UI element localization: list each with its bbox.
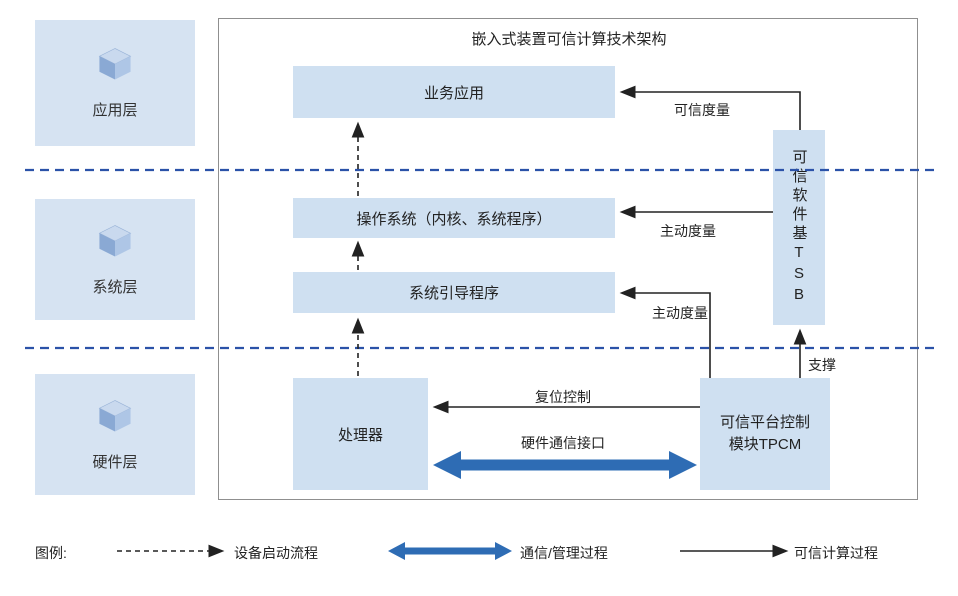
edge-label-active-measure-os: 主动度量 — [660, 223, 716, 239]
node-tsb-label: 可信软件基TSB — [790, 148, 808, 307]
legend-label-trusted-process: 可信计算过程 — [794, 545, 878, 561]
node-tpcm-label-line1: 可信平台控制 — [719, 413, 810, 431]
diagram-title: 嵌入式装置可信计算技术架构 — [471, 31, 667, 48]
node-processor-label: 处理器 — [337, 426, 383, 444]
edge-label-support: 支撑 — [808, 357, 836, 373]
edge-label-active-measure-boot: 主动度量 — [652, 305, 708, 321]
node-business-app-label: 业务应用 — [423, 84, 484, 102]
node-bootloader: 系统引导程序 — [293, 272, 615, 313]
legend-label-boot-flow: 设备启动流程 — [234, 545, 318, 561]
node-tpcm-label-line2: 模块TPCM — [728, 436, 802, 453]
cube-icon — [95, 46, 135, 87]
layer-label-application: 应用层 — [92, 102, 138, 119]
cube-icon — [95, 223, 135, 264]
edge-label-hw-comm-interface: 硬件通信接口 — [521, 435, 605, 451]
node-bootloader-label: 系统引导程序 — [408, 285, 499, 302]
node-operating-system-label: 操作系统（内核、系统程序） — [356, 210, 552, 228]
legend-thick-arrow-sample — [388, 542, 512, 560]
layer-label-hardware: 硬件层 — [92, 453, 138, 471]
edge-label-trusted-measure: 可信度量 — [674, 102, 730, 118]
layer-box-hardware: 硬件层 — [35, 374, 195, 495]
layer-box-application: 应用层 — [35, 20, 195, 146]
node-business-app: 业务应用 — [293, 66, 615, 118]
edge-label-reset-control: 复位控制 — [535, 389, 591, 405]
node-processor: 处理器 — [293, 378, 428, 490]
legend-label-comm-process: 通信/管理过程 — [520, 545, 608, 561]
layer-label-system: 系统层 — [92, 278, 138, 296]
legend-title: 图例: — [35, 545, 67, 561]
node-tpcm: 可信平台控制 模块TPCM — [700, 378, 830, 490]
layer-box-system: 系统层 — [35, 199, 195, 320]
node-tsb: 可信软件基TSB — [773, 130, 825, 325]
node-operating-system: 操作系统（内核、系统程序） — [293, 198, 615, 238]
cube-icon — [95, 398, 135, 439]
